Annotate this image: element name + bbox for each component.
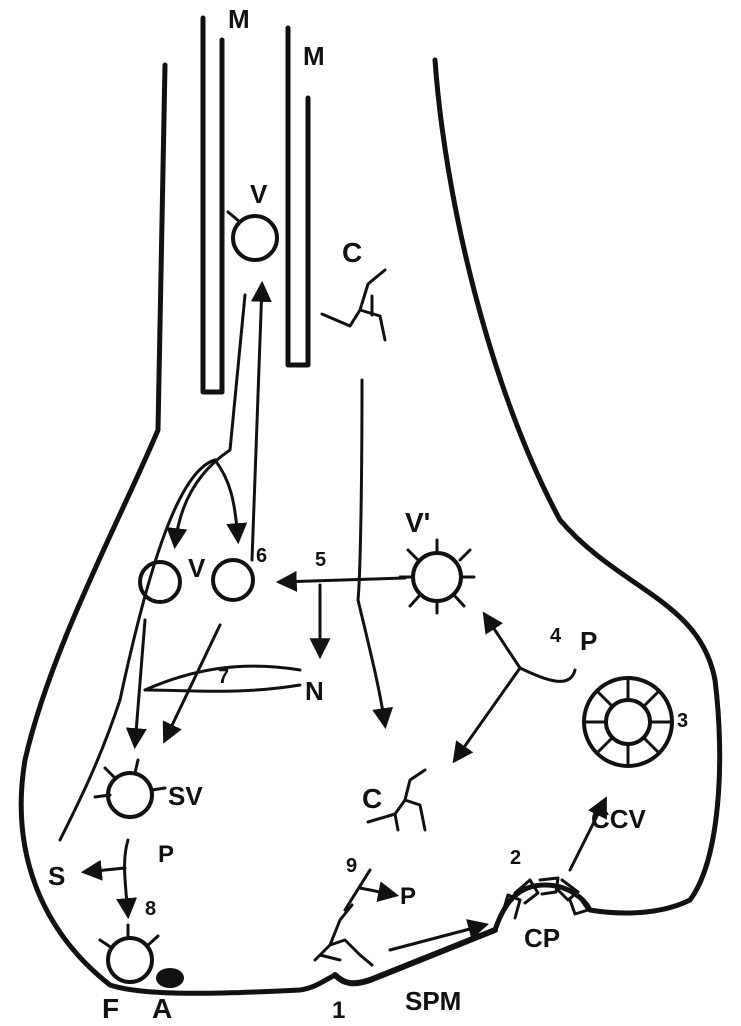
arrow-4-up [485, 615, 520, 668]
label-cp: CP [524, 923, 560, 953]
label-c-top: C [342, 237, 362, 268]
label-step-3: 3 [677, 710, 688, 732]
arrow-p-to-s [85, 868, 125, 872]
label-sv: SV [168, 781, 203, 811]
vesicle-fusing-spikes [100, 925, 158, 948]
active-zone-density [156, 968, 184, 988]
arrow-v-split [215, 460, 238, 540]
arrow-to-sv-1 [135, 620, 145, 745]
label-step-6: 6 [256, 545, 267, 567]
label-s: S [48, 861, 65, 891]
label-p-step-9: P [400, 883, 416, 910]
label-spm: SPM [405, 986, 461, 1016]
protein-at-membrane [315, 905, 372, 965]
arrow-c-down [358, 380, 385, 725]
label-step-7: 7 [218, 666, 229, 688]
label-step-9: 9 [346, 855, 357, 877]
arrow-5-to-v [280, 578, 405, 582]
vesicle-sv-spikes [95, 760, 165, 797]
label-ccv: CCV [591, 804, 647, 834]
terminal-membrane-right [435, 60, 720, 913]
label-m2: M [303, 41, 325, 71]
microtubule-2 [288, 28, 308, 365]
coated-vesicle-coat [584, 678, 672, 766]
vesicle-mid-1 [140, 562, 180, 602]
label-a: A [152, 993, 172, 1024]
arrow-sv-to-fusion [125, 840, 128, 915]
label-step-4: 4 [550, 625, 562, 647]
vesicle-sv [108, 773, 152, 817]
label-v-top: V [250, 179, 268, 209]
label-step-1: 1 [332, 997, 345, 1024]
label-step-2: 2 [510, 847, 521, 869]
protein-c-top [322, 270, 385, 340]
label-p-step-4: P [580, 626, 597, 656]
arrow-4-down [455, 668, 520, 760]
label-v-prime: V' [405, 507, 430, 538]
arrow-to-sv-2 [165, 625, 220, 740]
label-n: N [305, 676, 324, 706]
arrow-9-p [360, 888, 395, 895]
label-f: F [102, 993, 119, 1024]
label-step-5: 5 [315, 549, 326, 571]
label-v-mid: V [188, 553, 206, 583]
vesicle-mid-2 [213, 560, 253, 600]
microtubule-1 [203, 18, 222, 392]
label-step-8: 8 [145, 898, 156, 920]
label-c-bottom: C [362, 783, 382, 814]
presynaptic-membrane-bottom [335, 930, 495, 983]
arrow-up-to-v [252, 285, 262, 560]
label-m1: M [228, 4, 250, 34]
p-release-4 [520, 668, 575, 681]
vesicle-v-prime-spikes [400, 540, 474, 613]
vesicle-fusing [108, 938, 152, 982]
vesicle-top-spike [228, 212, 240, 222]
label-p-sv: P [158, 841, 174, 868]
